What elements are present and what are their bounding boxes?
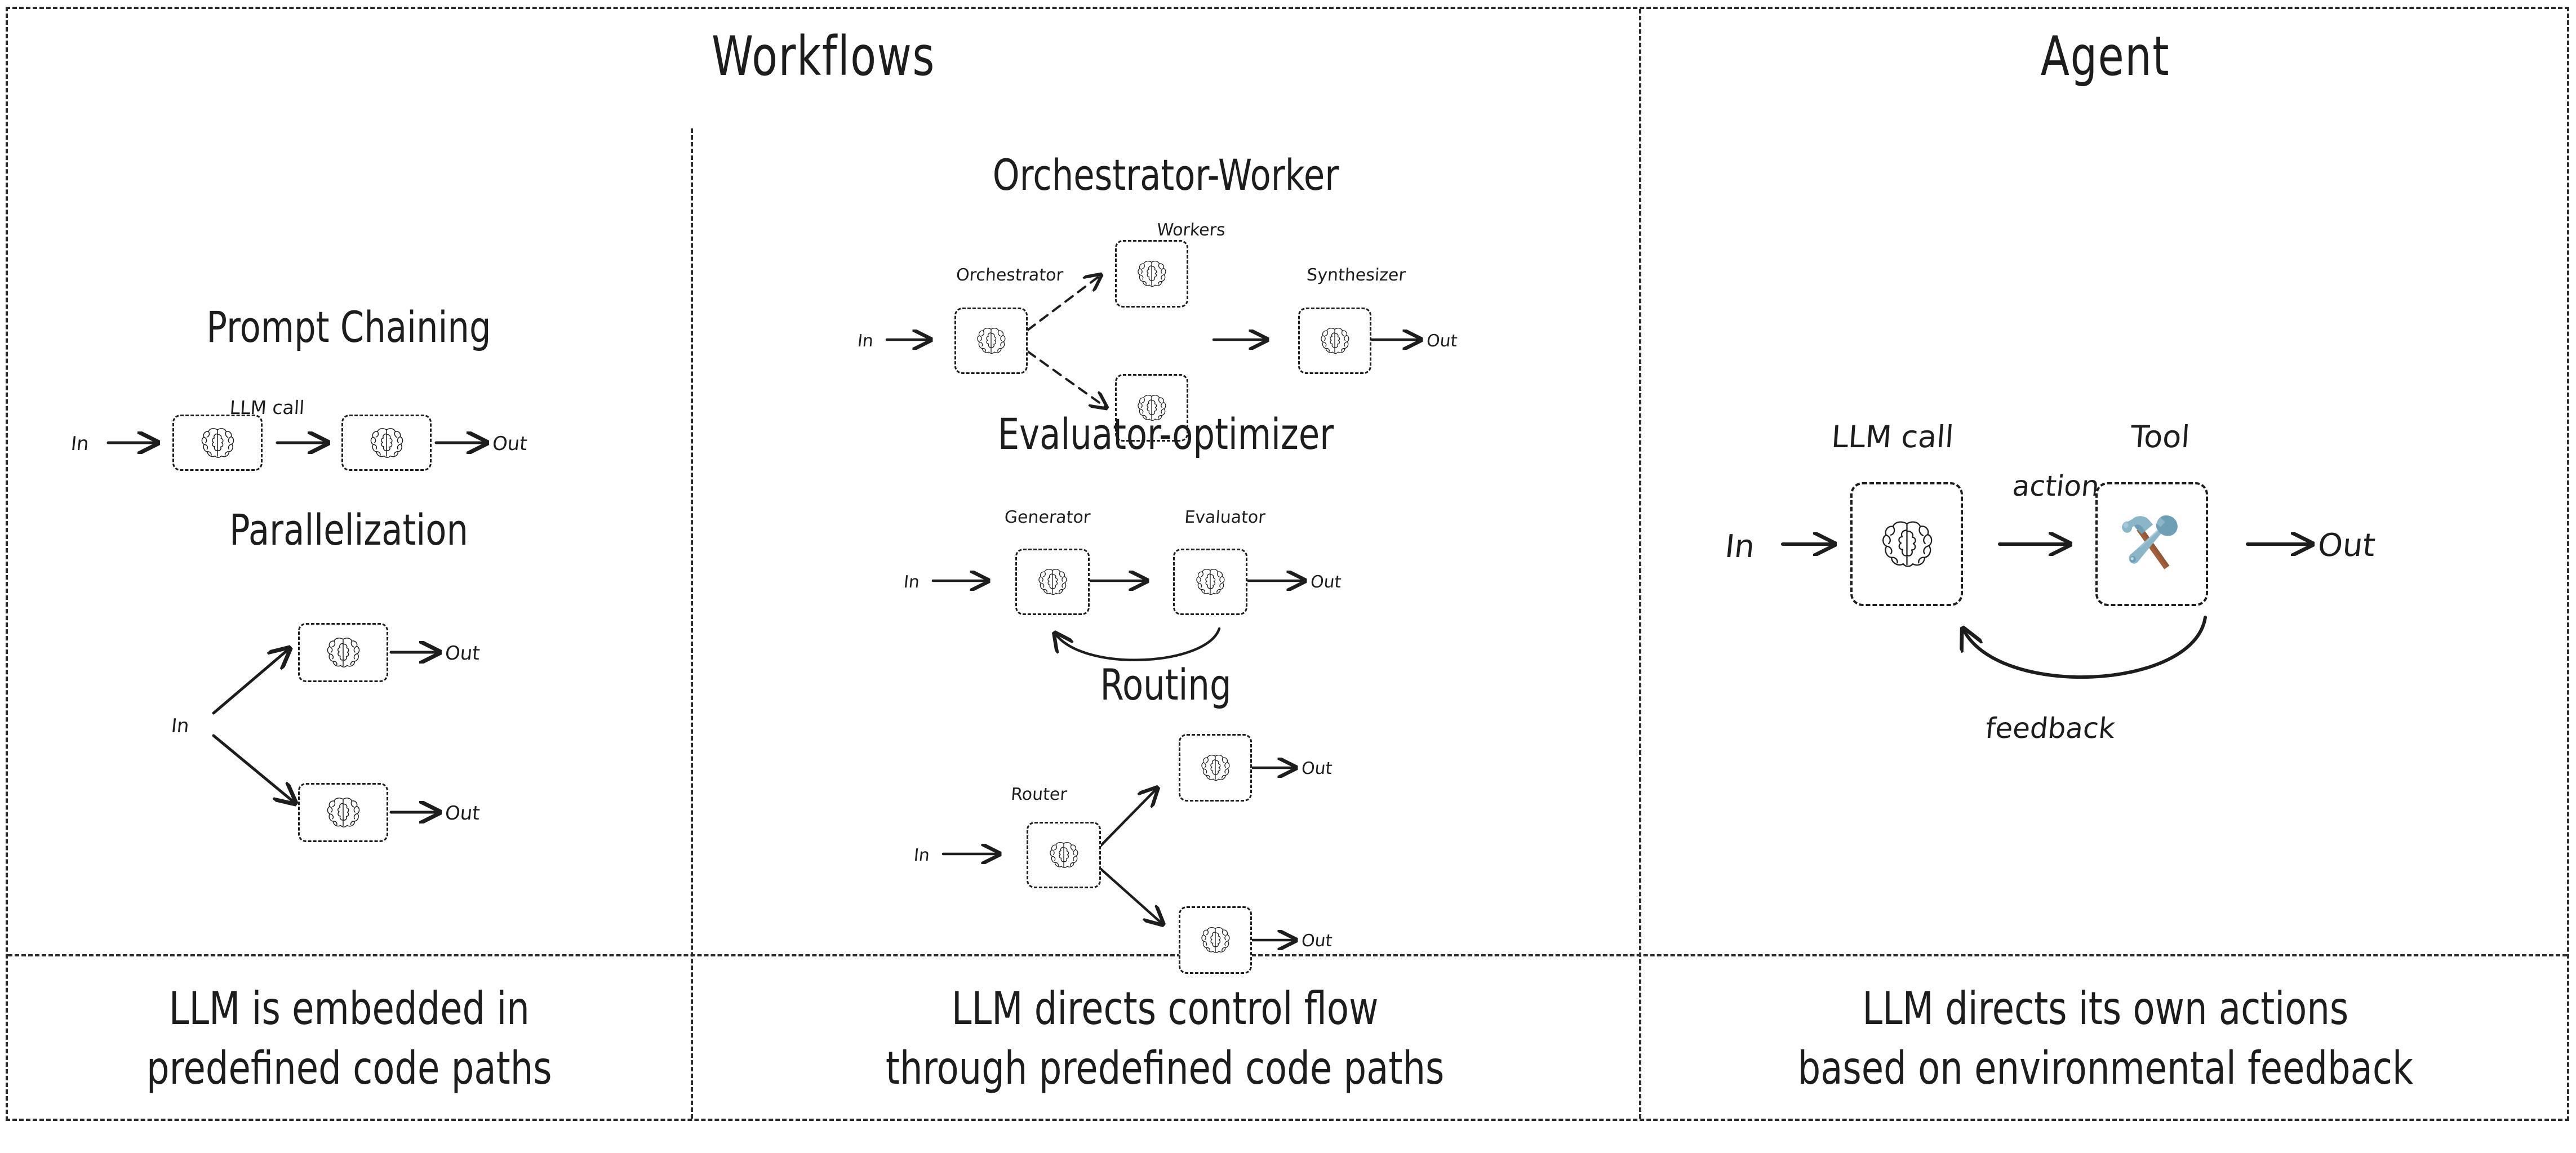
- caption-line-2: predefined code paths: [146, 1042, 552, 1094]
- caption-line-1: LLM directs control flow: [951, 982, 1379, 1035]
- in-label: In: [903, 572, 921, 592]
- pattern-evaluator-optimizer: Evaluator-optimizer Generator Evaluator …: [712, 409, 1619, 662]
- caption-line-2: through predefined code paths: [885, 1042, 1445, 1094]
- node-label-generator: Generator: [1003, 508, 1091, 527]
- out-label-1: Out: [443, 642, 481, 665]
- brain-icon: [326, 796, 361, 829]
- brain-icon: [1320, 327, 1350, 355]
- pattern-title-evaluator-optimizer: Evaluator-optimizer: [997, 409, 1334, 459]
- caption-line-2: based on environmental feedback: [1797, 1042, 2413, 1094]
- hammer-and-wrench-icon: [2120, 513, 2183, 576]
- out-label: Out: [491, 433, 528, 455]
- out-label: Out: [1425, 331, 1459, 351]
- brain-icon: [1880, 519, 1934, 569]
- in-label: In: [856, 331, 874, 351]
- node-evaluator[interactable]: [1173, 549, 1247, 615]
- pattern-prompt-chaining: Prompt Chaining LLM call In Out: [42, 302, 656, 505]
- caption-line-1: LLM is embedded in: [168, 982, 530, 1035]
- node-router[interactable]: [1027, 822, 1101, 888]
- brain-icon: [1200, 926, 1231, 954]
- pattern-title-prompt-chaining: Prompt Chaining: [206, 302, 491, 352]
- node-label-evaluator: Evaluator: [1184, 508, 1266, 527]
- in-label: In: [170, 715, 190, 737]
- brain-icon: [1049, 841, 1079, 869]
- pattern-parallelization: Parallelization In Out Out: [42, 505, 656, 865]
- edge-label-feedback: feedback: [1983, 712, 2117, 745]
- caption-agent: LLM directs its own actions based on env…: [1639, 954, 2571, 1123]
- node-parallel-llm-2[interactable]: [298, 783, 388, 842]
- node-tool[interactable]: [2095, 482, 2208, 606]
- node-label-llm-call: LLM call: [1830, 419, 1955, 455]
- brain-icon: [369, 427, 404, 459]
- node-synthesizer[interactable]: [1298, 308, 1371, 374]
- caption-workflows-left: LLM is embedded in predefined code paths: [8, 954, 691, 1123]
- pattern-agent-loop: LLM call Tool action In Out feedback: [1642, 347, 2571, 745]
- node-orchestrator[interactable]: [954, 308, 1028, 374]
- in-label: In: [913, 845, 931, 865]
- brain-icon: [200, 427, 235, 459]
- node-llm-call-1[interactable]: [172, 415, 263, 471]
- node-worker-1[interactable]: [1115, 240, 1188, 308]
- divider-workflows-agent: [1639, 9, 1641, 1119]
- node-parallel-llm-1[interactable]: [298, 623, 388, 682]
- node-llm-call-2[interactable]: [341, 415, 432, 471]
- out-label: Out: [1309, 572, 1343, 592]
- node-worker-2[interactable]: [1115, 374, 1188, 442]
- header-workflows: Workflows: [712, 25, 935, 88]
- divider-workflow-columns: [691, 128, 693, 1119]
- caption-line-1: LLM directs its own actions: [1862, 982, 2348, 1035]
- pattern-title-routing: Routing: [1100, 660, 1232, 710]
- brain-icon: [1037, 568, 1068, 596]
- pattern-title-orchestrator-worker: Orchestrator-Worker: [992, 150, 1339, 200]
- node-generator[interactable]: [1015, 549, 1090, 615]
- node-label-router: Router: [1010, 785, 1068, 804]
- edge-label-action: action: [2010, 470, 2101, 502]
- node-route-target-1[interactable]: [1179, 734, 1252, 802]
- header-agent: Agent: [2040, 25, 2170, 88]
- brain-icon: [326, 636, 361, 669]
- brain-icon: [976, 327, 1006, 355]
- in-label: In: [69, 433, 90, 455]
- pattern-routing: Routing Router In Out Out: [712, 660, 1619, 974]
- pattern-title-parallelization: Parallelization: [229, 505, 469, 555]
- caption-workflows-right: LLM directs control flow through predefi…: [691, 954, 1639, 1123]
- node-label-orchestrator: Orchestrator: [955, 265, 1064, 285]
- divider-caption-row: [8, 954, 2567, 956]
- in-label: In: [1723, 528, 1757, 565]
- out-label: Out: [2316, 527, 2377, 564]
- brain-icon: [1195, 568, 1225, 596]
- diagram-board: Workflows Agent Prompt Chaining LLM call…: [6, 7, 2569, 1121]
- node-label-tool: Tool: [2129, 419, 2191, 455]
- out-label-2: Out: [443, 802, 481, 825]
- out-label-2: Out: [1300, 931, 1334, 951]
- brain-icon: [1200, 754, 1231, 782]
- node-label-workers: Workers: [1156, 220, 1226, 240]
- brain-icon: [1136, 260, 1167, 288]
- node-llm-call[interactable]: [1850, 482, 1963, 606]
- pattern-orchestrator-worker: Orchestrator-Worker Workers Orchestrator…: [712, 150, 1619, 442]
- node-label-synthesizer: Synthesizer: [1305, 265, 1406, 285]
- node-route-target-2[interactable]: [1179, 906, 1252, 974]
- out-label-1: Out: [1300, 759, 1334, 778]
